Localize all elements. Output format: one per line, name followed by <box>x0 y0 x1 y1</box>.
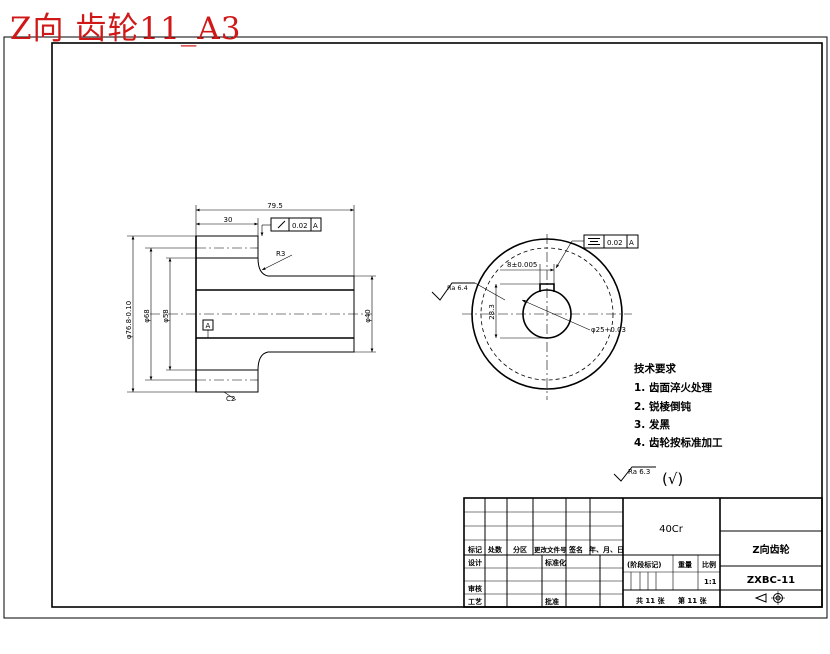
tb-sheet-no: 第 11 张 <box>678 596 708 605</box>
root-diameter-label: φ68 <box>143 309 151 323</box>
tech-req-item: 4. 齿轮按标准加工 <box>634 436 723 449</box>
tb-approve: 批准 <box>545 597 559 606</box>
title-block <box>463 497 823 608</box>
roughness-symbol <box>431 282 475 301</box>
drawing-title: Z向 齿轮11_A3 <box>10 11 242 47</box>
front-bore-label: φ25+0.03 <box>591 326 626 334</box>
symmetry-datum: A <box>629 239 634 247</box>
symmetry-value: 0.02 <box>607 239 623 247</box>
tb-weight: 重量 <box>678 560 692 569</box>
tb-design: 设计 <box>468 558 482 567</box>
bore-diameter-label: φ40 <box>364 309 372 323</box>
runout-value: 0.02 <box>292 222 308 230</box>
material-label: 40Cr <box>659 524 684 535</box>
runout-datum: A <box>313 222 318 230</box>
tech-req-item: 1. 齿面淬火处理 <box>634 381 712 394</box>
symmetry-tolerance-frame <box>583 234 639 249</box>
fillet-radius-label: R3 <box>276 250 285 258</box>
tb-process: 工艺 <box>468 597 482 606</box>
tb-stage-mark: (阶段标记) <box>627 560 661 569</box>
keyway-width-label: 8±0.005 <box>507 261 537 269</box>
drawing-number-label: ZXBC-11 <box>747 575 795 586</box>
tip-diameter-label: φ76.8-0.10 <box>125 301 133 339</box>
keyway-depth-label: 28.3 <box>488 304 496 320</box>
part-name-label: Z向齿轮 <box>752 543 789 556</box>
tb-scale-value: 1:1 <box>704 578 717 586</box>
tb-sheets-total: 共 11 张 <box>636 596 666 605</box>
tech-req-item: 2. 锐棱倒钝 <box>634 400 691 413</box>
inner-drawing-frame <box>51 42 823 608</box>
chamfer-label: C2 <box>226 395 235 403</box>
overall-length-label: 79.5 <box>267 202 283 210</box>
tech-req-item: 3. 发黑 <box>634 418 670 431</box>
front-roughness-label: Ra 6.4 <box>447 284 468 292</box>
datum-a-letter: A <box>206 322 211 330</box>
tb-count: 处数 <box>487 545 503 554</box>
general-roughness-remainder: (√) <box>662 470 683 488</box>
tb-scale: 比例 <box>702 560 716 569</box>
hub-diameter-label: φ58 <box>162 309 170 323</box>
tb-review: 审核 <box>468 584 482 593</box>
front-circular-view <box>431 234 639 400</box>
outer-sheet-border <box>3 36 828 619</box>
tb-date: 年、月、日 <box>589 545 624 554</box>
tb-change-doc: 更改文件号 <box>534 545 567 554</box>
runout-tolerance-frame <box>270 217 322 232</box>
tech-req-heading: 技术要求 <box>634 362 676 375</box>
general-roughness-value: Ra 6.3 <box>628 468 650 476</box>
gear-teeth-top <box>195 235 259 259</box>
side-section-view <box>127 205 376 401</box>
tb-mark: 标记 <box>467 545 482 554</box>
lower-section-hatch <box>195 337 355 371</box>
gear-teeth-bottom <box>195 369 259 393</box>
general-roughness-symbol <box>613 466 656 482</box>
upper-section-hatch <box>195 257 355 291</box>
tb-signature: 签名 <box>568 545 583 554</box>
tb-standardization: 标准化 <box>544 558 566 567</box>
tb-zone: 分区 <box>513 545 527 554</box>
hub-length-label: 30 <box>224 216 233 224</box>
